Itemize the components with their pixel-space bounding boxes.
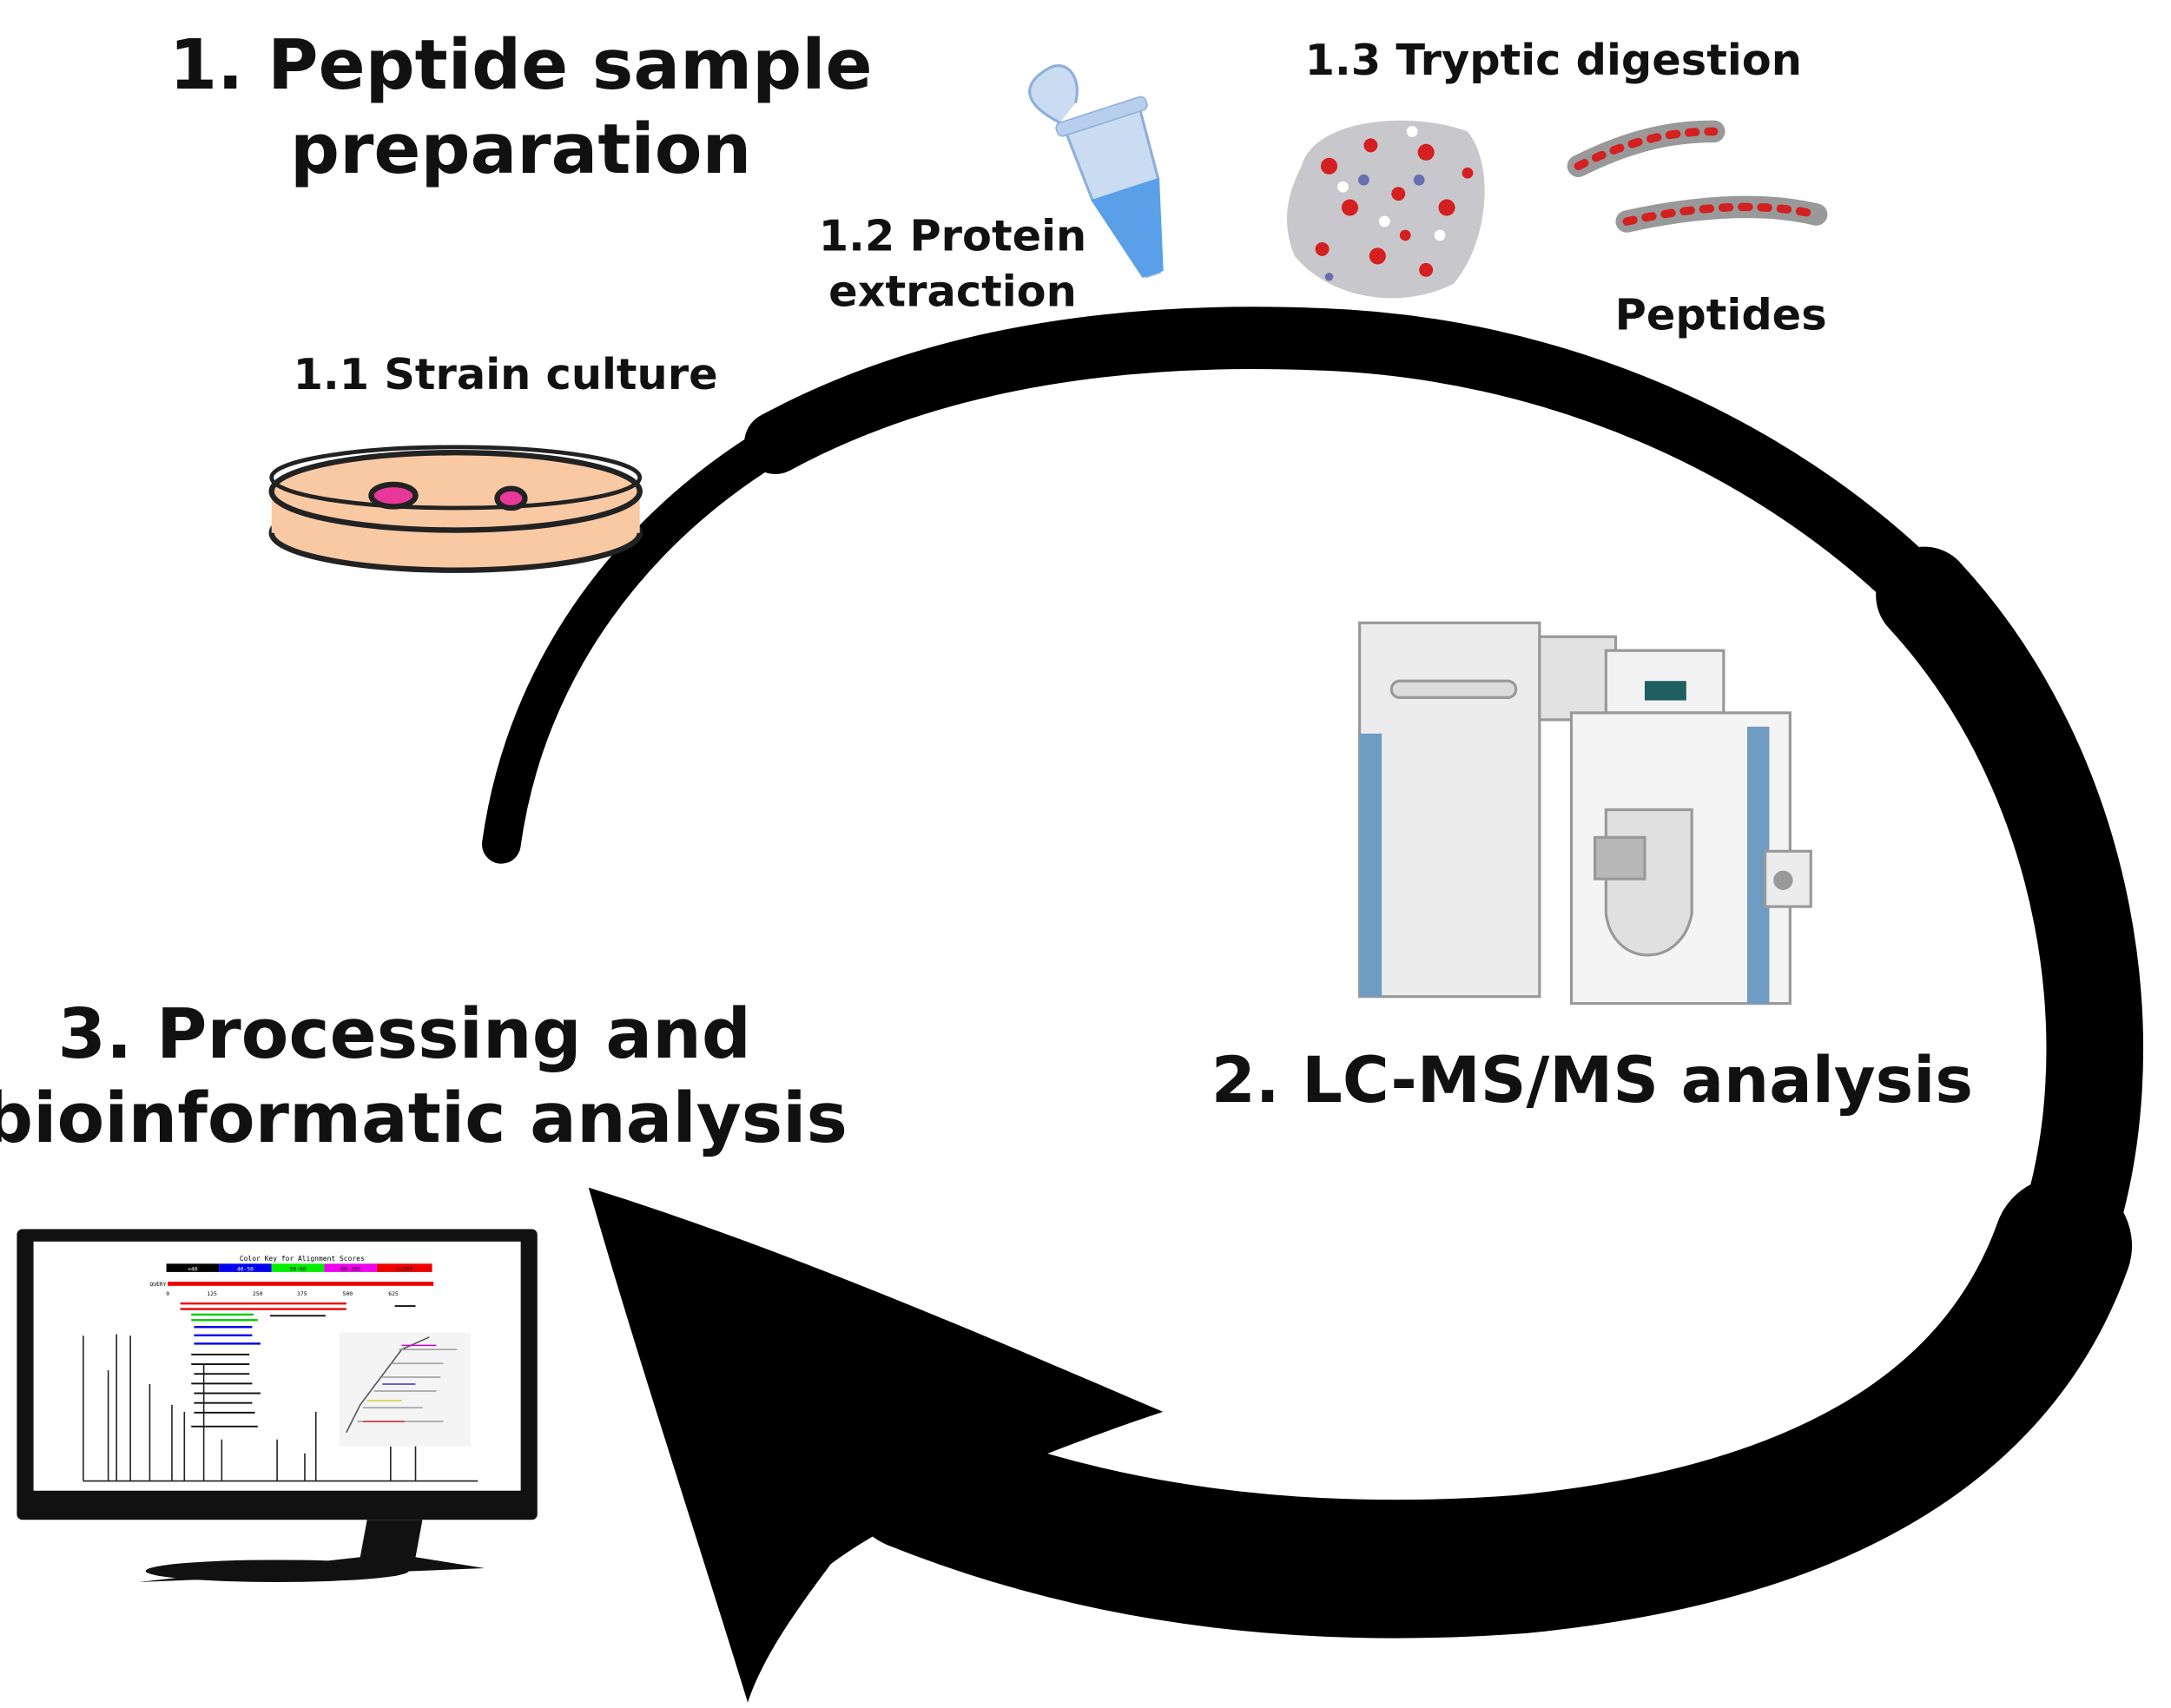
arrow-head bbox=[588, 1187, 1164, 1703]
color-key-label: >=200 bbox=[396, 1265, 412, 1272]
color-key-title: Color Key for Alignment Scores bbox=[240, 1255, 365, 1263]
color-key-label: 80-200 bbox=[340, 1265, 360, 1272]
color-key-label: 40-50 bbox=[237, 1265, 254, 1272]
query-bar bbox=[168, 1282, 434, 1286]
query-tick: 0 bbox=[166, 1290, 169, 1297]
color-key-label: 50-80 bbox=[289, 1265, 306, 1272]
step1-1-label: 1.1 Strain culture bbox=[294, 349, 718, 399]
color-key-swatch bbox=[271, 1263, 325, 1272]
peptides-icon bbox=[1567, 120, 1828, 233]
step1-title-line1: 1. Peptide sample bbox=[169, 24, 873, 105]
phylogenetic-tree bbox=[339, 1333, 472, 1447]
step1-title-line2: preparation bbox=[290, 109, 751, 189]
query-tick: 625 bbox=[388, 1290, 399, 1297]
alignment-hits bbox=[180, 1302, 416, 1428]
step3-title-line2: bioinformatic analysis bbox=[0, 1078, 848, 1158]
step1-2-label-line2: extraction bbox=[828, 266, 1077, 316]
query-tick: 250 bbox=[253, 1290, 263, 1297]
protein-structure-icon bbox=[1287, 120, 1485, 299]
arrow-right bbox=[1876, 546, 2144, 1295]
color-key-swatch bbox=[324, 1263, 377, 1272]
color-key-swatch bbox=[219, 1263, 272, 1272]
query-tick: 500 bbox=[343, 1290, 353, 1297]
color-key-label: <40 bbox=[188, 1265, 198, 1272]
lc-ms-instrument-icon bbox=[1358, 621, 1812, 1006]
monitor-icon: Color Key for Alignment Scores <40 40-50… bbox=[16, 1229, 538, 1582]
petri-dish-icon bbox=[268, 445, 643, 573]
color-key-swatch bbox=[166, 1263, 220, 1272]
peptides-label: Peptides bbox=[1615, 289, 1827, 340]
color-key: <40 40-50 50-80 80-200 >=200 bbox=[166, 1263, 432, 1272]
query-tick: 375 bbox=[297, 1290, 307, 1297]
microtube-icon bbox=[1028, 64, 1164, 279]
arrow-bottom bbox=[844, 1176, 2133, 1639]
query-tick: 125 bbox=[207, 1290, 217, 1297]
cycle-arrow bbox=[482, 307, 2144, 1639]
step1-2-label-line1: 1.2 Protein bbox=[819, 211, 1086, 261]
step2-title: 2. LC-MS/MS analysis bbox=[1211, 1044, 1973, 1118]
step3-title-line1: 3. Processing and bbox=[58, 993, 751, 1074]
query-label: QUERY bbox=[149, 1281, 166, 1288]
arrow-top bbox=[744, 307, 1956, 627]
step1-3-label: 1.3 Tryptic digestion bbox=[1305, 35, 1802, 85]
color-key-swatch bbox=[376, 1263, 432, 1272]
mass-spectrum-chart bbox=[82, 1334, 478, 1482]
arrow-tail bbox=[482, 423, 795, 864]
